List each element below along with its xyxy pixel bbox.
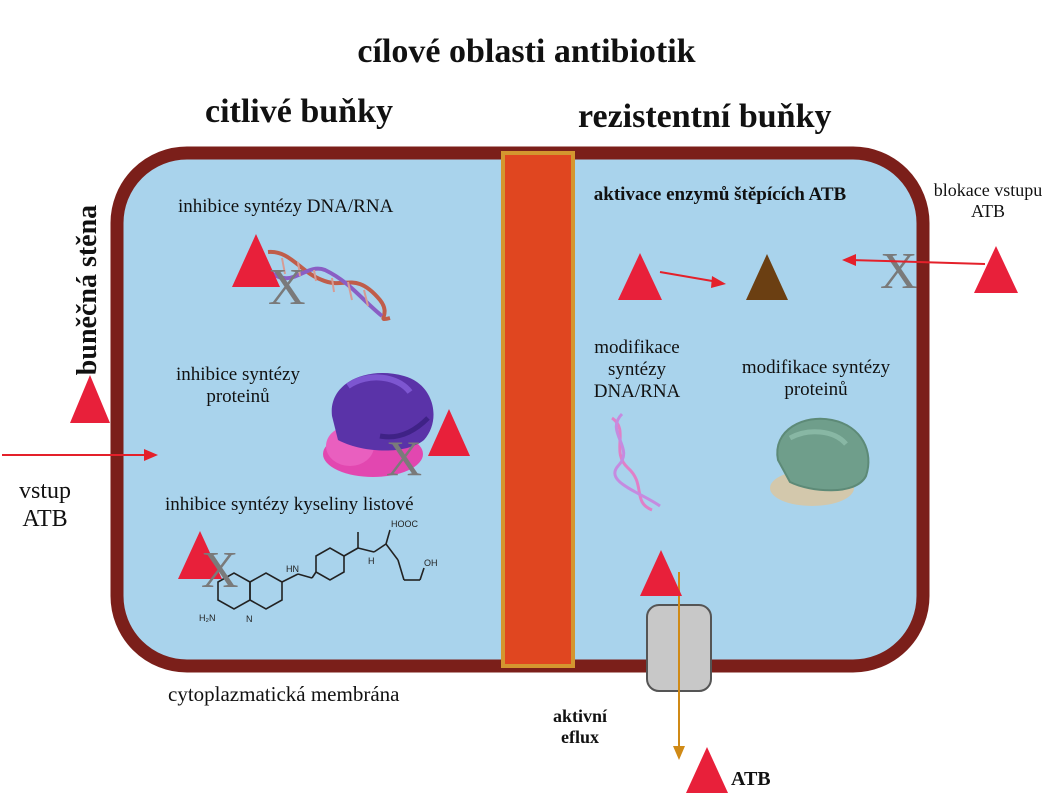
- label-inhibit-folate: inhibice syntézy kyseliny listové: [165, 494, 414, 515]
- block-x-protein: X: [386, 430, 422, 486]
- dna-helix-left: [266, 249, 391, 321]
- efflux-arrow-head: [673, 746, 685, 760]
- block-x-entry: X: [880, 243, 918, 300]
- antibiotic-triangle-efflux-out: [686, 747, 728, 793]
- label-active-efflux: aktivní eflux: [552, 706, 608, 747]
- label-entry: vstup ATB: [18, 478, 71, 532]
- label-enzyme-activation: aktivace enzymů štěpících ATB: [593, 184, 847, 205]
- blocked-entry-arrow-head: [842, 254, 856, 266]
- antibiotic-triangle-outside: [70, 375, 110, 423]
- entry-arrow-head: [144, 449, 158, 461]
- antibiotic-triangle-dna: [232, 234, 280, 287]
- antibiotic-triangle-folate: [178, 531, 222, 579]
- blocked-entry-arrow: [849, 259, 986, 265]
- enzyme-arrow: [659, 271, 719, 283]
- antibiotic-triangle-blocked: [974, 246, 1018, 293]
- label-inhibit-protein: inhibice syntézy proteinů: [176, 364, 300, 407]
- ribosome-right: [770, 417, 870, 506]
- folic-acid-label-n: N: [246, 614, 253, 624]
- antibiotic-triangle-protein: [428, 409, 470, 456]
- folic-acid-label-h: H: [368, 556, 375, 566]
- block-x-dna: X: [268, 259, 306, 316]
- folic-acid-label-hooc: HOOC: [391, 519, 419, 529]
- label-entry-block: blokace vstupu ATB: [933, 180, 1043, 221]
- cell-wall-label: buněčná stěna: [71, 204, 103, 376]
- diagram-title: cílové oblasti antibiotik: [357, 33, 696, 70]
- folic-acid-molecule: [217, 529, 425, 610]
- folic-acid-label-oh: OH: [424, 558, 438, 568]
- enzyme-arrow-head: [711, 276, 726, 288]
- label-membrane: cytoplazmatická membrána: [168, 682, 400, 706]
- degraded-antibiotic-triangle: [746, 254, 788, 300]
- antibiotic-triangle-efflux-in: [640, 550, 682, 596]
- section-divider: [501, 151, 575, 668]
- folic-acid-label-h2n: H₂N: [199, 613, 216, 623]
- antibiotic-triangle-enzyme: [618, 253, 662, 300]
- label-atb-outside: ATB: [731, 768, 771, 790]
- folic-acid-label-hn: HN: [286, 564, 299, 574]
- block-x-folate: X: [201, 542, 239, 599]
- label-modify-dna-rna: modifikace syntézy DNA/RNA: [593, 337, 681, 402]
- section-label-sensitive: citlivé buňky: [205, 93, 393, 130]
- label-modify-protein: modifikace syntézy proteinů: [741, 357, 891, 400]
- label-inhibit-dna-rna: inhibice syntézy DNA/RNA: [178, 196, 394, 217]
- section-label-resistant: rezistentní buňky: [578, 98, 832, 135]
- cell-wall-label-wrap: buněčná stěna: [58, 170, 118, 410]
- ribosome-left: [323, 373, 434, 477]
- dna-helix-right: [611, 412, 661, 512]
